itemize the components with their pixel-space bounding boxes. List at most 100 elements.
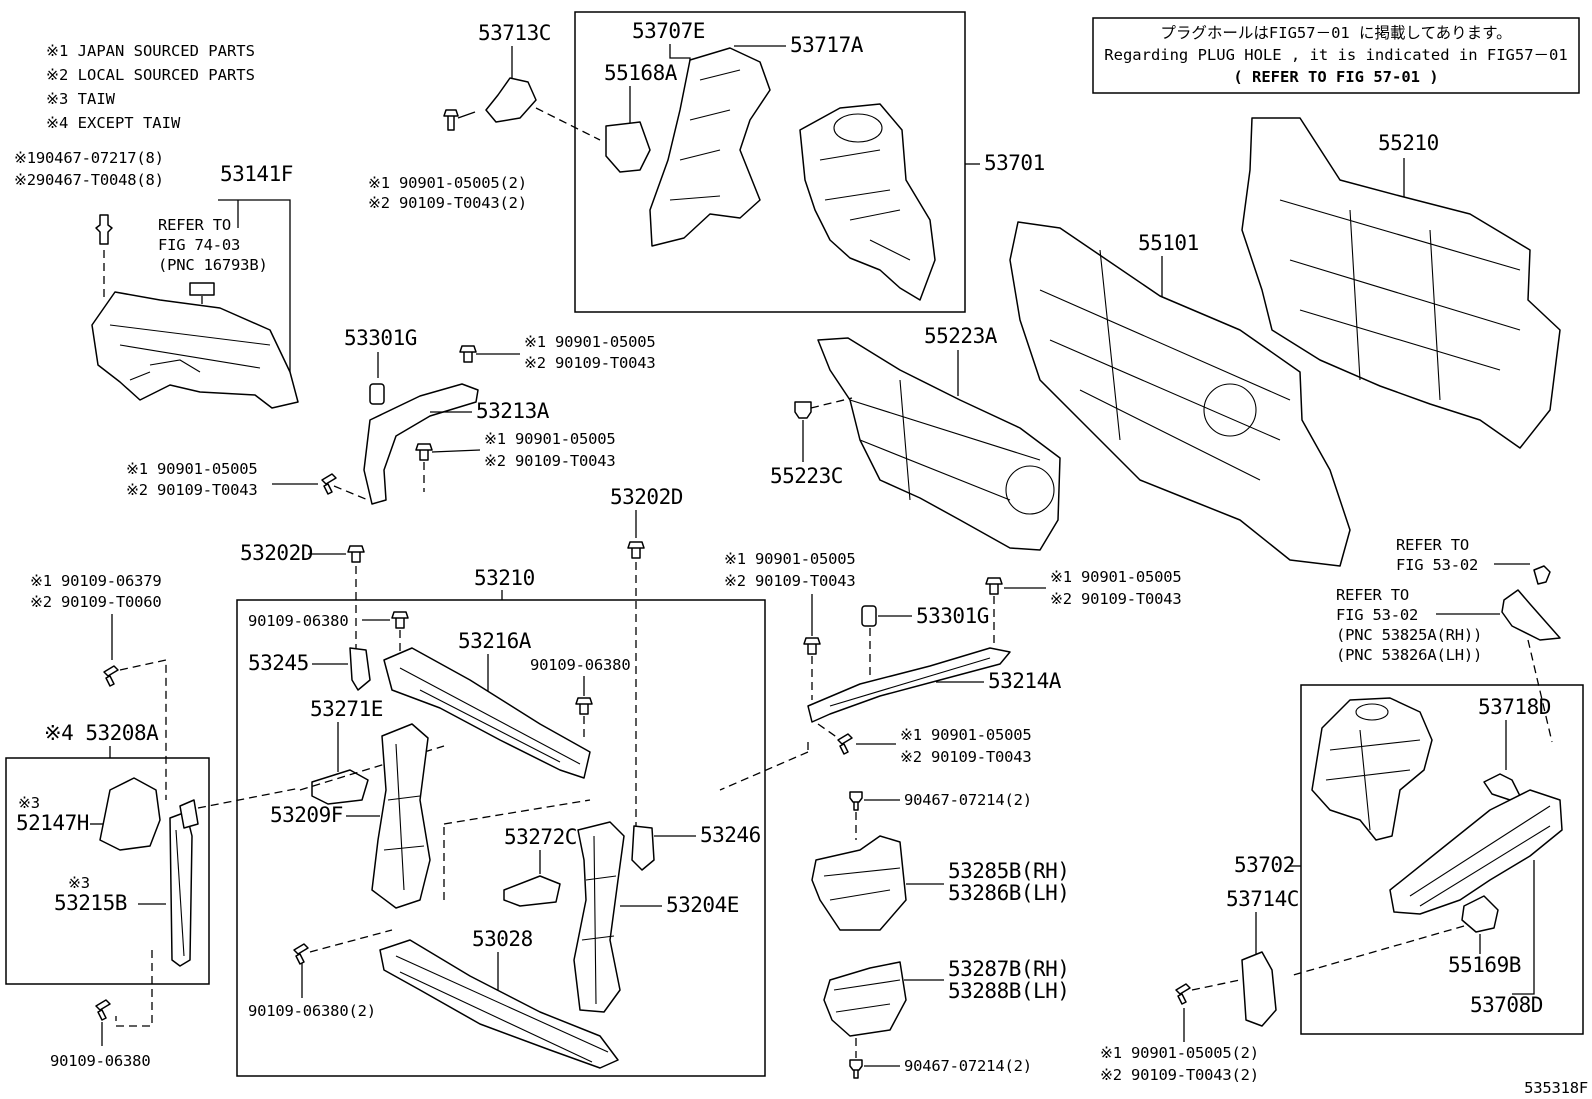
note-except-taiw: ※4 EXCEPT TAIW: [46, 114, 181, 132]
box-53208A-group: [5, 757, 210, 985]
dash-53209F-b: [443, 799, 591, 825]
info-box: [1092, 17, 1580, 94]
box-53210-group: [236, 599, 766, 1077]
label-fastener-j1: ※1 90901-05005(2): [1100, 1044, 1259, 1062]
bolt-icon-j: [1175, 983, 1191, 1005]
label-55210: 55210: [1378, 131, 1439, 155]
label-55168A: 55168A: [604, 61, 678, 85]
label-55169B: 55169B: [1448, 953, 1521, 977]
part-53214A-detail: [829, 657, 991, 707]
label-fastener-c2: ※2 90109-T0043: [484, 452, 616, 470]
label-53245: 53245: [248, 651, 309, 675]
label-fastener-b2: ※2 90109-T0043: [524, 354, 656, 372]
label-55223C: 55223C: [770, 464, 843, 488]
box-53702-group: [1300, 684, 1584, 1035]
part-55101-shape: [1009, 221, 1351, 567]
bolt-icon-b: [459, 345, 477, 363]
part-53702-hole: [1355, 703, 1389, 721]
bolt-icon-53202D-b: [627, 541, 645, 559]
label-fastener-b1: ※1 90901-05005: [524, 333, 656, 351]
label-fastener-d2: ※2 90109-T0043: [126, 481, 258, 499]
label-fastener-06380-b: 90109-06380: [530, 656, 630, 674]
label-53701: 53701: [984, 151, 1045, 175]
refer-fig53b-l1: REFER TO: [1336, 586, 1409, 604]
part-53708D-detail: [1409, 805, 1551, 907]
bolt-icon-d: [321, 473, 337, 495]
leader-53708D: [1512, 860, 1535, 995]
label-53707E: 53707E: [632, 19, 705, 43]
label-53286B: 53286B(LH): [948, 881, 1069, 905]
dash-53215B: [197, 787, 301, 809]
part-53215B-bracket: [179, 799, 199, 829]
label-53702: 53702: [1234, 853, 1295, 877]
label-53713C: 53713C: [478, 21, 551, 45]
dash-06380-d: [115, 950, 153, 1027]
part-55210-detail: [1279, 199, 1521, 401]
part-55168A-shape: [605, 121, 651, 173]
bolt-icon-06380-c: [293, 943, 309, 965]
part-53287B-shape: [823, 961, 907, 1037]
dash-06380-c: [309, 929, 393, 953]
part-55101-hole: [1203, 383, 1257, 437]
label-fastener-i1: ※1 90901-05005: [900, 726, 1032, 744]
label-fastener-06380-d: 90109-06380: [50, 1052, 150, 1070]
bolt-icon-53202D-a: [347, 545, 365, 563]
part-fig53b-shape: [1501, 589, 1561, 641]
label-53271E: 53271E: [310, 697, 383, 721]
bolt-icon-h: [985, 577, 1003, 595]
bolt-icon-i: [837, 733, 853, 755]
label-52147H: 52147H: [16, 811, 89, 835]
strut-tower-hole: [833, 113, 883, 143]
part-53141F-detail: [109, 324, 271, 381]
part-55210-shape: [1241, 117, 1561, 449]
label-53213A: 53213A: [476, 399, 550, 423]
label-53717A: 53717A: [790, 33, 864, 57]
label-53214A: 53214A: [988, 669, 1062, 693]
label-fastener-a2: ※2 90109-T0043(2): [368, 194, 527, 212]
leader-bolt-a: [457, 111, 476, 119]
part-53245-shape: [349, 647, 371, 691]
label-53714C: 53714C: [1226, 887, 1299, 911]
leader-bolt-c: [431, 449, 481, 453]
part-53714C-shape: [1241, 951, 1277, 1027]
part-53272C-shape: [503, 875, 561, 907]
part-53301G-a-shape: [369, 383, 385, 405]
label-53209F: 53209F: [270, 803, 343, 827]
label-53216A: 53216A: [458, 629, 532, 653]
label-53288B: 53288B(LH): [948, 979, 1069, 1003]
clip-icon-07214-b: [849, 1059, 863, 1079]
label-fastener-07214-b: 90467-07214(2): [904, 1057, 1032, 1075]
info-line-1: プラグホールはFIG57－01 に掲載してあります。: [1160, 24, 1511, 42]
note-local-sourced: ※2 LOCAL SOURCED PARTS: [46, 66, 255, 84]
part-55169B-shape: [1461, 895, 1499, 933]
part-53708D-shape: [1389, 789, 1563, 915]
part-53285B-detail: [823, 867, 901, 901]
refer-fig53a-l2: FIG 53-02: [1396, 556, 1478, 574]
bolt-icon-g: [803, 637, 821, 655]
part-55101-detail: [1039, 249, 1291, 481]
label-53287B: 53287B(RH): [948, 957, 1069, 981]
mark-taiw-a: ※3: [18, 794, 40, 812]
label-53215B: 53215B: [54, 891, 127, 915]
label-fastener-a1: ※1 90901-05005(2): [368, 174, 527, 192]
label-fastener-e2: ※2 90109-T0060: [30, 593, 162, 611]
label-53202D-a: 53202D: [240, 541, 313, 565]
label-53708D: 53708D: [1470, 993, 1543, 1017]
grommet-icon: [794, 401, 812, 419]
part-52147H-shape: [99, 777, 161, 851]
part-53215B-shape: [169, 811, 193, 967]
part-53713C-shape: [485, 77, 537, 123]
bolt-icon-06380-d: [95, 999, 111, 1021]
label-fastener-e1: ※1 90109-06379: [30, 572, 162, 590]
part-53204E-shape: [573, 821, 625, 1013]
label-fastener-g1: ※1 90901-05005: [724, 550, 856, 568]
part-53701-detail: [819, 149, 911, 261]
label-53718D: 53718D: [1478, 695, 1551, 719]
label-53202D-b: 53202D: [610, 485, 683, 509]
label-53272C: 53272C: [504, 825, 577, 849]
part-53702-detail: [1325, 729, 1421, 831]
refer-fig74-l1: REFER TO: [158, 216, 231, 234]
refer-fig53b-l2: FIG 53-02: [1336, 606, 1418, 624]
note-taiw: ※3 TAIW: [46, 90, 116, 108]
